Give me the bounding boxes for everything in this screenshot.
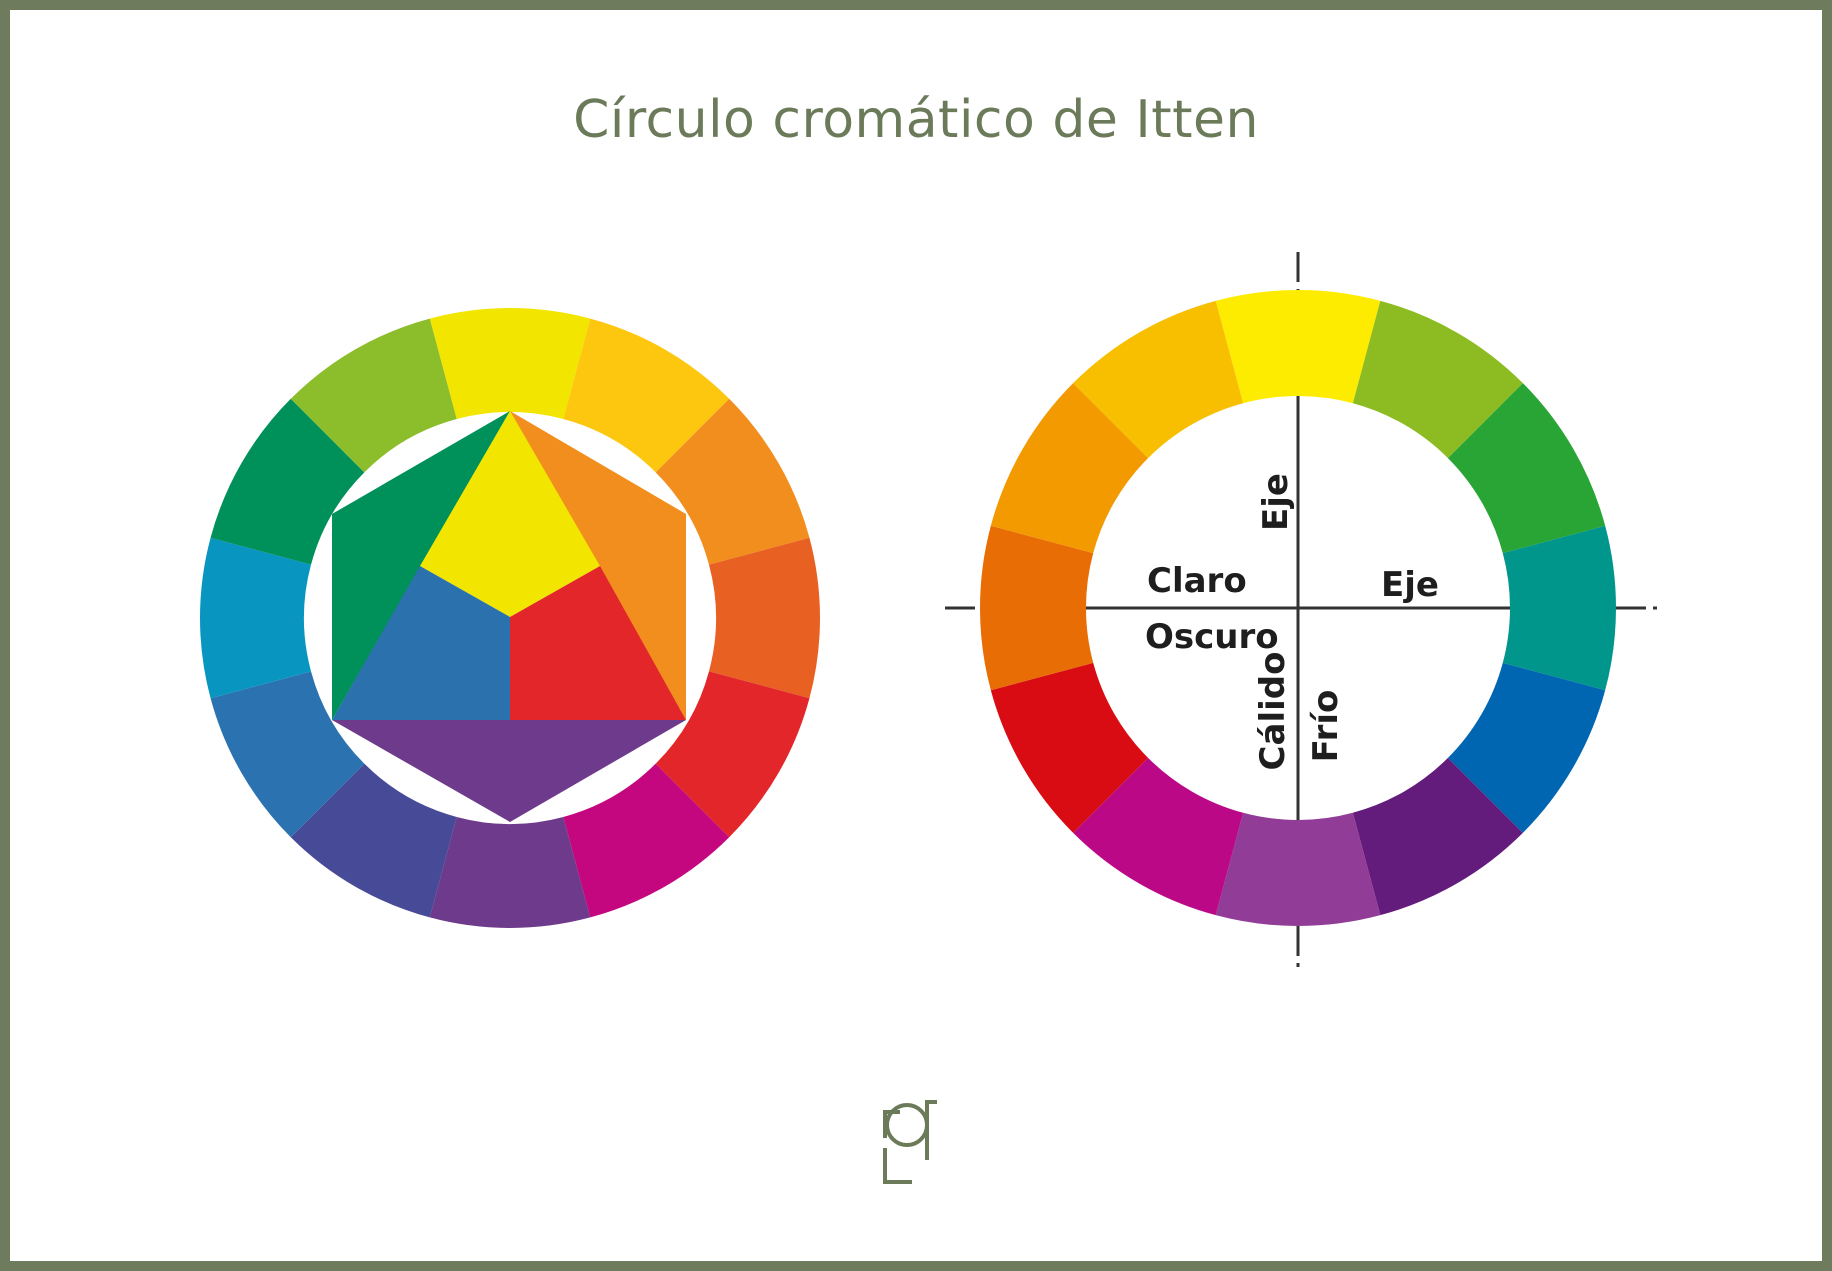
secondary-violet-triangle [332,720,686,822]
right-wheel-segment-8 [1073,757,1244,916]
logo-letter-l [883,1148,912,1184]
lrg-logo [883,1100,937,1184]
label-eje-horizontal: Eje [1381,565,1439,605]
label-oscuro: Oscuro [1145,617,1279,657]
primary-yellow-triangle [420,411,600,617]
right-wheel-segment-6 [1352,757,1523,916]
left-wheel-segment-8 [290,763,457,918]
left-wheel-segment-12 [290,318,457,473]
color-temperature-wheel: Eje Eje Claro Oscuro Cálido Frío [945,252,1662,972]
left-wheel-segment-4 [708,537,820,699]
itten-color-wheel-12 [200,308,820,928]
primary-secondary-star [332,411,686,822]
right-wheel-segment-5 [1447,662,1606,833]
right-wheel-segment-10 [980,525,1094,691]
label-eje-vertical: Eje [1256,473,1296,531]
right-wheel-segment-11 [990,383,1149,554]
right-wheel-segment-1 [1215,290,1381,404]
left-wheel-segment-9 [210,671,365,838]
right-wheel-segment-2 [1352,300,1523,459]
label-claro: Claro [1147,561,1247,601]
label-calido: Cálido [1253,652,1293,771]
left-wheel-segment-1 [429,308,591,420]
logo-letter-r [883,1110,900,1138]
left-wheel-segment-2 [563,318,730,473]
left-wheel-segments [200,308,820,928]
right-wheel-segment-9 [990,662,1149,833]
left-wheel-segment-10 [200,537,312,699]
wheel-axes [945,252,1662,972]
left-wheel-segment-11 [210,398,365,565]
left-wheel-segment-7 [429,816,591,928]
left-wheel-segment-3 [655,398,810,565]
logo-letter-g-bowl [885,1103,929,1147]
primary-blue-triangle [332,566,510,720]
right-wheel-segment-7 [1215,812,1381,926]
right-wheel-segment-3 [1447,383,1606,554]
left-wheel-segment-6 [563,763,730,918]
page-title: Círculo cromático de Itten [573,90,1259,150]
right-wheel-segment-4 [1502,525,1616,691]
right-wheel-segments [980,290,1616,926]
label-frio: Frío [1306,690,1346,763]
primary-red-triangle [510,566,686,720]
right-wheel-segment-12 [1073,300,1244,459]
left-wheel-segment-5 [655,671,810,838]
